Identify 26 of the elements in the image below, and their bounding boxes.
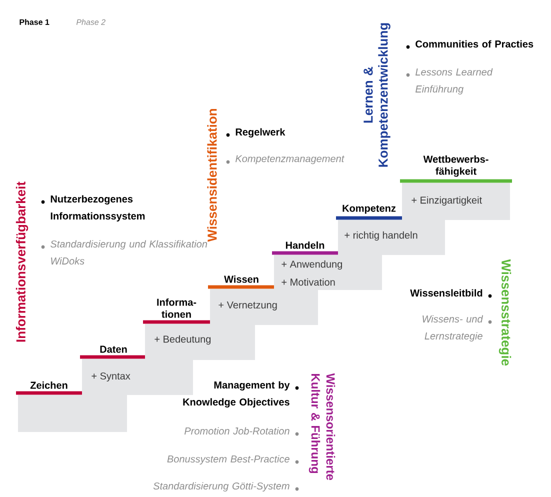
phase-label: Phase 1 bbox=[20, 19, 50, 25]
step-title: Daten bbox=[100, 346, 127, 353]
step-title: Zeichen bbox=[30, 381, 68, 389]
category-heading: Wissensorientierte Kultur & Führung bbox=[308, 373, 336, 480]
step-title: Handeln bbox=[286, 241, 324, 249]
measure-text: Kompetenzmanagement bbox=[236, 155, 344, 164]
phase-label: Phase 2 bbox=[76, 19, 106, 25]
step-title: Kompetenz bbox=[342, 204, 396, 214]
measure-text: Bonussystem Best-Practice bbox=[167, 455, 290, 464]
category-heading: Lernen & Kompetenzentwicklung bbox=[364, 23, 390, 167]
measure-text: Standardisierung Götti-System bbox=[153, 482, 290, 492]
category-heading: Wissensstrategie bbox=[498, 259, 512, 366]
measure-text: Communities of Practies bbox=[416, 40, 534, 48]
measure-text: Regelwerk bbox=[236, 128, 286, 138]
category-heading: Informationsverfügbarkeit bbox=[16, 182, 28, 342]
measure-text: Management by Knowledge Objectives bbox=[183, 381, 290, 408]
category-heading: Wissensidentifikation bbox=[207, 109, 217, 242]
measure-text: Nutzerbezogenes Informationssystem bbox=[50, 195, 145, 222]
measure-text: Promotion Job-Rotation bbox=[184, 427, 290, 435]
measure-text: Wissens- und Lernstrategie bbox=[422, 315, 484, 342]
measure-text: Standardisierung und Klassifikation WiDoks bbox=[50, 240, 208, 265]
measure-text: Wissensleitbild bbox=[410, 289, 482, 297]
step-title: Wissen bbox=[224, 275, 258, 283]
step-title: Wettbewerbs- fähigkeit bbox=[423, 155, 488, 177]
measure-text: Lessons Learned Einführung bbox=[416, 68, 493, 94]
step-title: Informa- tionen bbox=[157, 298, 196, 318]
